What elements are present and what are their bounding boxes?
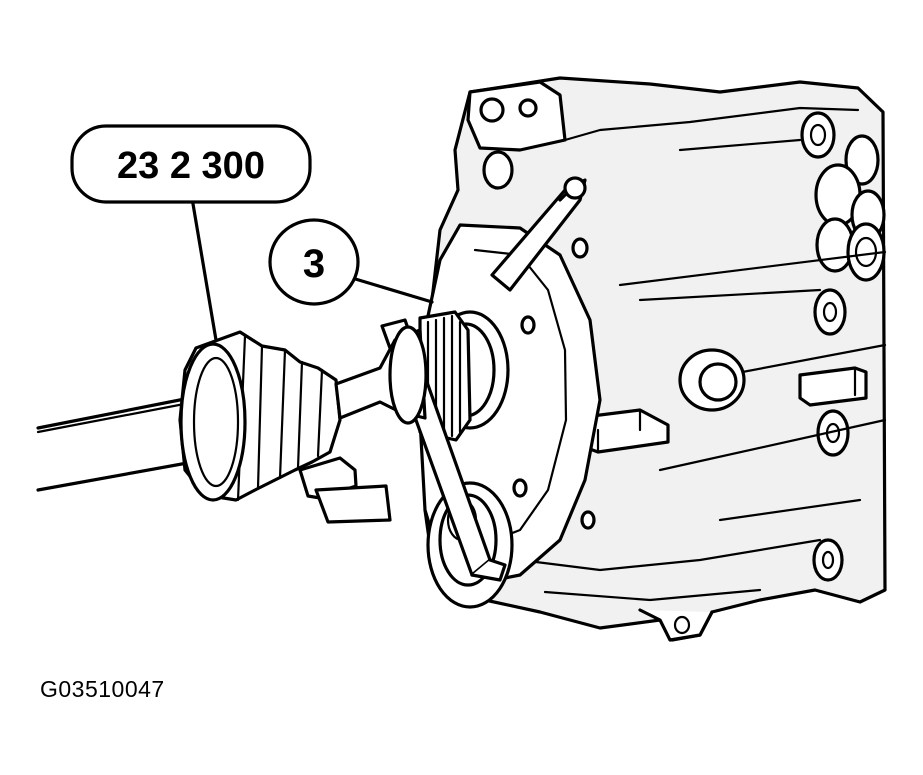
drive-shaft <box>36 325 428 524</box>
callout-tool-box <box>70 124 312 204</box>
figure-id: G03510047 <box>40 676 165 702</box>
callout-part: 3 <box>268 218 434 306</box>
callout-tool-label: 23 2 300 <box>117 145 265 187</box>
output-flange <box>380 176 602 609</box>
callout-part-label: 3 <box>303 242 325 286</box>
callout-part-circle <box>268 218 360 306</box>
callout-tool: 23 2 300 <box>70 124 312 342</box>
